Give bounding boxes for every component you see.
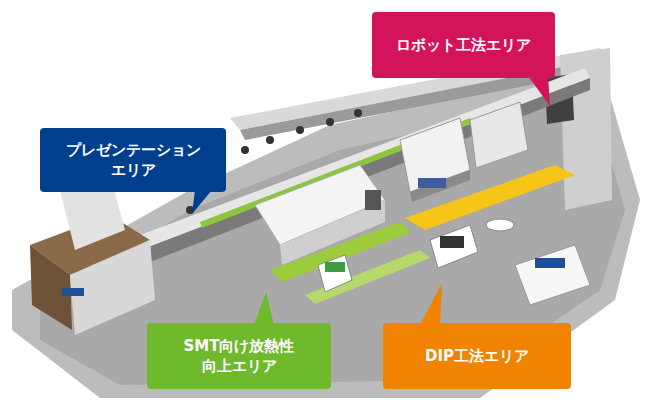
kiosk — [430, 225, 478, 268]
kiosk — [318, 255, 352, 292]
robot-machine-base — [410, 170, 470, 202]
callout-tail — [254, 292, 274, 325]
robot-cell — [470, 102, 528, 168]
callout-tail — [192, 190, 212, 214]
callout-tail — [528, 76, 550, 106]
callout-label: SMT向け放熱性 向上エリア — [157, 336, 321, 377]
kiosk-screen — [440, 236, 464, 248]
callout-tail — [420, 283, 442, 325]
counter-logo — [62, 288, 84, 296]
callout-box: SMT向け放熱性 向上エリア — [147, 323, 331, 389]
kiosk-screen — [325, 262, 345, 272]
yellow-stripe — [405, 165, 575, 230]
green-stripe — [305, 250, 430, 304]
callout-label: ロボット工法エリア — [396, 35, 531, 55]
machine-panel — [418, 178, 446, 188]
left-wall-side — [30, 245, 72, 330]
display-stand — [515, 245, 590, 305]
reception-counter — [70, 240, 155, 335]
callout-label: DIP工法エリア — [425, 346, 529, 366]
callout-box: プレゼンテーション エリア — [40, 128, 226, 192]
table — [486, 219, 514, 231]
callout-label: プレゼンテーション エリア — [50, 140, 216, 181]
callout-box: ロボット工法エリア — [372, 12, 555, 78]
callout-box: DIP工法エリア — [383, 323, 571, 389]
display-sign — [535, 258, 565, 268]
machine-screen — [365, 190, 381, 210]
